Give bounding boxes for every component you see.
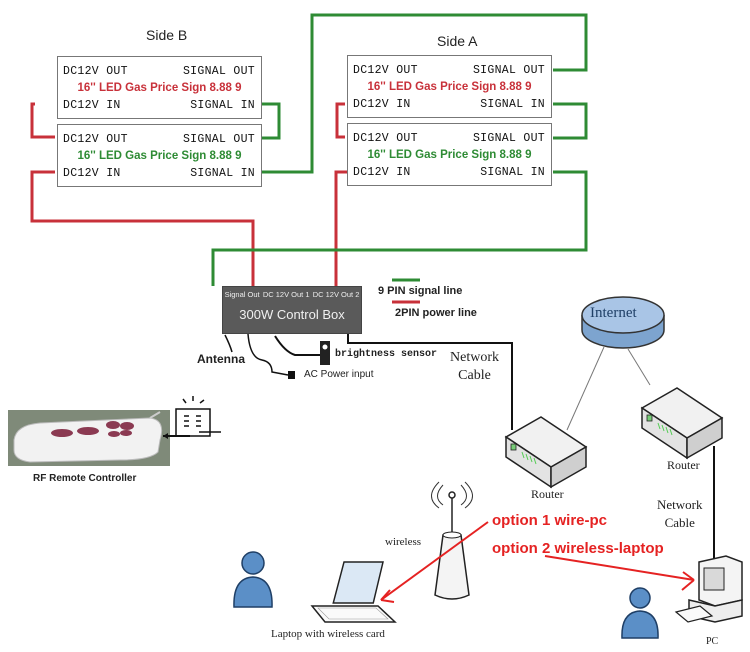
pc-label: PC <box>706 636 719 647</box>
ac-plug-icon <box>288 371 295 379</box>
rf-remote-label: RF Remote Controller <box>33 473 137 484</box>
router-1-label: Router <box>531 487 564 501</box>
network-cable-line2: Cable <box>664 515 695 530</box>
signal-out-label: SIGNAL OUT <box>472 132 545 145</box>
antenna-wire <box>224 334 233 353</box>
network-cable-label-2: Network Cable <box>657 496 703 532</box>
wireless-ap-icon <box>431 481 473 600</box>
sign-title: 16'' LED Gas Price Sign 8.88 9 <box>367 81 532 93</box>
internet-link-router1 <box>566 346 605 431</box>
rf-remote-icon <box>8 410 170 466</box>
brightness-sensor-label: brightness sensor <box>335 349 438 360</box>
antenna-label: Antenna <box>197 352 245 366</box>
router-1-icon <box>504 416 588 489</box>
network-cable-line1: Network <box>657 497 703 512</box>
wireless-label: wireless <box>385 536 422 548</box>
signal-out-label: SIGNAL OUT <box>182 133 255 146</box>
brightness-sensor-icon <box>320 341 330 365</box>
side-a-sign-2: DC12V OUT SIGNAL OUT 16'' LED Gas Price S… <box>347 123 552 186</box>
legend-signal-label: 9 PIN signal line <box>378 285 463 297</box>
dc-in-label: DC12V IN <box>353 166 411 179</box>
network-cable-label-1: Network Cable <box>450 349 499 385</box>
side-b-sign-1: DC12V OUT SIGNAL OUT 16'' LED Gas Price S… <box>57 56 262 119</box>
router-2-icon <box>640 387 724 460</box>
power-line-a-link <box>335 102 345 139</box>
dc-out-label: DC12V OUT <box>63 133 128 146</box>
control-box-name: 300W Control Box <box>239 307 345 322</box>
dc-out-label: DC12V OUT <box>63 65 128 78</box>
option2-arrow <box>544 555 695 591</box>
signal-in-label: SIGNAL IN <box>480 166 545 179</box>
dc-in-label: DC12V IN <box>353 98 411 111</box>
power-line-b-main <box>30 170 255 286</box>
option-1-label: option 1 wire-pc <box>492 512 608 529</box>
control-box: Signal Out DC 12V Out 1 DC 12V Out 2 300… <box>222 286 362 334</box>
power-line-a-main <box>334 170 348 286</box>
signal-in-label: SIGNAL IN <box>190 167 255 180</box>
sign-title: 16'' LED Gas Price Sign 8.88 9 <box>77 82 242 94</box>
signal-out-label: SIGNAL OUT <box>182 65 255 78</box>
option-2-label: option 2 wireless-laptop <box>492 540 664 557</box>
network-cable-line2: Cable <box>458 368 491 383</box>
signal-in-label: SIGNAL IN <box>480 98 545 111</box>
power-line-b-link <box>30 102 55 139</box>
side-a-label: Side A <box>437 33 478 49</box>
person-icon-pc <box>621 587 659 639</box>
pc-icon <box>674 555 743 623</box>
signal-line-a-link <box>553 102 588 140</box>
sign-title: 16'' LED Gas Price Sign 8.88 9 <box>367 149 532 161</box>
signal-in-label: SIGNAL IN <box>190 99 255 112</box>
network-cable-line1: Network <box>450 350 499 365</box>
sensor-wire <box>274 335 320 356</box>
dc-out-label: DC12V OUT <box>353 64 418 77</box>
legend-power-label: 2PIN power line <box>395 307 477 319</box>
laptop-label: Laptop with wireless card <box>271 628 385 640</box>
person-icon-laptop <box>233 551 273 608</box>
signal-out-label: SIGNAL OUT <box>472 64 545 77</box>
port-signal-out: Signal Out <box>224 290 260 299</box>
network-cable-control <box>347 334 513 430</box>
router-2-label: Router <box>667 458 700 472</box>
option1-arrow <box>380 521 489 603</box>
side-b-sign-2: DC12V OUT SIGNAL OUT 16'' LED Gas Price S… <box>57 124 262 187</box>
internet-label: Internet <box>590 305 637 321</box>
side-b-label: Side B <box>146 27 188 43</box>
internet-icon <box>581 296 665 349</box>
side-a-sign-1: DC12V OUT SIGNAL OUT 16'' LED Gas Price S… <box>347 55 552 118</box>
ac-power-label: AC Power input <box>304 369 374 380</box>
port-dc-out-1: DC 12V Out 1 <box>262 290 310 299</box>
dc-out-label: DC12V OUT <box>353 132 418 145</box>
dc-in-label: DC12V IN <box>63 99 121 112</box>
dc-in-label: DC12V IN <box>63 167 121 180</box>
sign-title: 16'' LED Gas Price Sign 8.88 9 <box>77 150 242 162</box>
laptop-icon <box>310 561 397 623</box>
signal-line-b-link <box>260 102 281 140</box>
ac-power-wire <box>247 333 289 376</box>
port-dc-out-2: DC 12V Out 2 <box>312 290 360 299</box>
signal-line-a-main <box>211 170 588 286</box>
signal-line-b-to-a <box>260 13 588 174</box>
internet-link-router2 <box>627 348 651 386</box>
antenna-receiver-icon <box>163 396 221 439</box>
